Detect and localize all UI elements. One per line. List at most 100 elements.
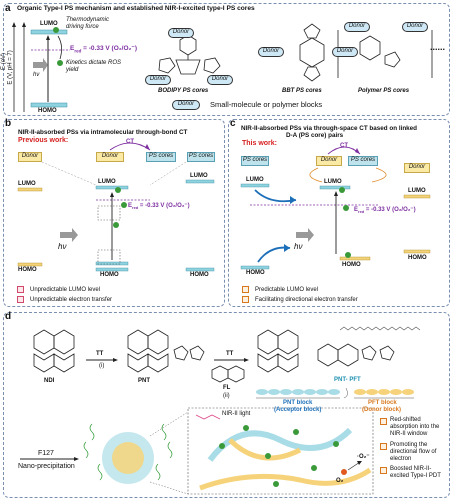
b-item-2: Unpredictable electron transfer [30, 297, 113, 303]
d-pft-block: PFT block [368, 400, 397, 406]
b-donor: Donor [96, 152, 124, 162]
d-check-1 [380, 418, 387, 425]
c-ps: PS cores [348, 156, 378, 166]
c-lumo-mid: LUMO [324, 179, 342, 185]
c-item-1: Predictable LUMO level [255, 287, 319, 293]
b-cross-2 [17, 296, 24, 303]
c-item-2: Facilitating directional electron transf… [255, 297, 358, 303]
d-fl: FL [223, 385, 231, 391]
a-legend-text: Small-molecule or polymer blocks [210, 100, 323, 109]
b-item-1: Unpredictable LUMO level [30, 287, 101, 293]
a-donor-2: Donor [145, 75, 171, 85]
d-pnt-pft: PNT- PFT [334, 377, 361, 383]
panel-d-label: d [5, 311, 12, 322]
c-homo-left: HOMO [246, 270, 265, 276]
b-ct: CT [126, 139, 134, 145]
a-hv: hν [33, 72, 40, 78]
panel-b-title: NIR-II-absorbed PSs via intramolecular t… [18, 129, 188, 136]
c-ered: Ered = -0.33 V (O₂/O₂⁻) [354, 207, 416, 215]
d-f127: F127 [38, 450, 54, 457]
a-lumo: LUMO [40, 21, 58, 27]
pnt-pft-structure [257, 329, 395, 373]
c-lumo-left: LUMO [246, 177, 264, 183]
c-ct: CT [340, 143, 348, 149]
a-legend-donor: Donor [172, 100, 200, 110]
d-benefit-2: Promoting the directional flow of electr… [390, 442, 437, 462]
panel-a [3, 3, 450, 116]
d-acceptor: (Acceptor block) [274, 407, 322, 413]
a-donor-6: Donor [344, 22, 370, 32]
c-hv: hν [294, 242, 303, 251]
a-core-bodipy: BODIPY PS cores [158, 88, 209, 94]
a-donor-1: Donor [168, 28, 194, 38]
b-prev: Previous work: [18, 137, 69, 144]
a-donor-5: Donor [332, 47, 358, 57]
d-step-ii: (ii) [223, 393, 230, 399]
panel-c-label: c [230, 118, 236, 129]
a-kinetics: Kinetics dictate ROS yield [66, 60, 122, 73]
a-core-bbt: BBT PS cores [282, 88, 322, 94]
b-lumo-mid: LUMO [98, 179, 116, 185]
panel-b-label: b [5, 118, 12, 129]
b-donor-left: Donor [18, 152, 42, 162]
a-donor-3: Donor [207, 75, 233, 85]
c-ps-left: PS cores [241, 156, 269, 166]
b-cross-1 [17, 286, 24, 293]
d-pnt-block: PNT block [283, 400, 313, 406]
d-o2: O₂ [336, 478, 344, 484]
c-donor: Donor [316, 156, 342, 166]
c-lumo-right: LUMO [408, 188, 426, 194]
b-hv: hν [58, 242, 67, 251]
a-core-polymer: Polymer PS cores [358, 88, 410, 94]
pnt-structure [127, 329, 205, 373]
c-this: This work: [242, 140, 278, 147]
d-donor-block: (Donor block) [362, 407, 401, 413]
d-step-i: (i) [99, 363, 105, 369]
b-lumo-right: LUMO [190, 173, 208, 179]
d-tt-1: TT [96, 351, 104, 357]
donor-beads [354, 389, 414, 395]
d-check-2 [380, 443, 387, 450]
a-donor-7: Donor [402, 22, 428, 32]
d-benefit-3: Boosted NIR-II-excited Type-I PDT [390, 466, 441, 479]
d-tt-2: TT [226, 351, 234, 357]
d-o2m: ·O₂⁻ [357, 454, 370, 460]
b-ps: PS cores [146, 152, 176, 162]
a-thermo: Thermodynamic driving force [66, 17, 110, 30]
a-ered: Ered = -0.33 V (O₂/O₂⁻) [70, 45, 137, 54]
d-benefit-1: Red-shifted absorption into the NIR-II w… [390, 417, 440, 437]
panel-c-title-l2: D-A (PS core) pairs [286, 132, 344, 139]
d-pnt: PNT [138, 378, 150, 384]
b-homo-left: HOMO [18, 267, 37, 273]
panel-a-label: a [5, 3, 11, 14]
b-homo-mid: HOMO [100, 272, 119, 278]
panel-c [228, 119, 450, 307]
fl-structure [211, 365, 245, 383]
b-ered: Ered = -0.33 V (O₂/O₂⁻) [128, 203, 190, 211]
panel-b [3, 119, 225, 307]
a-dots: ...... [430, 42, 446, 52]
panel-d [3, 312, 450, 498]
b-ps-right: PS cores [187, 152, 215, 162]
c-check-2 [242, 296, 249, 303]
d-nano: Nano-precipitation [18, 463, 75, 470]
b-lumo-left: LUMO [18, 181, 36, 187]
c-homo-mid: HOMO [342, 262, 361, 268]
a-homo: HOMO [38, 108, 57, 114]
b-homo-right: HOMO [190, 272, 209, 278]
ndi-structure [33, 329, 75, 373]
d-ndi: NDI [44, 378, 55, 384]
acceptor-beads [256, 389, 340, 395]
d-nir: NIR-II light [222, 411, 251, 417]
a-donor-4: Donor [258, 47, 284, 57]
panel-a-title: Organic Type-I PS mechanism and establis… [17, 5, 255, 12]
c-donor-right: Donor [404, 163, 430, 173]
panel-c-title: NIR-II-absorbed PSs via through-space CT… [241, 125, 418, 132]
c-homo-right: HOMO [408, 255, 427, 261]
d-check-3 [380, 467, 387, 474]
c-check-1 [242, 286, 249, 293]
